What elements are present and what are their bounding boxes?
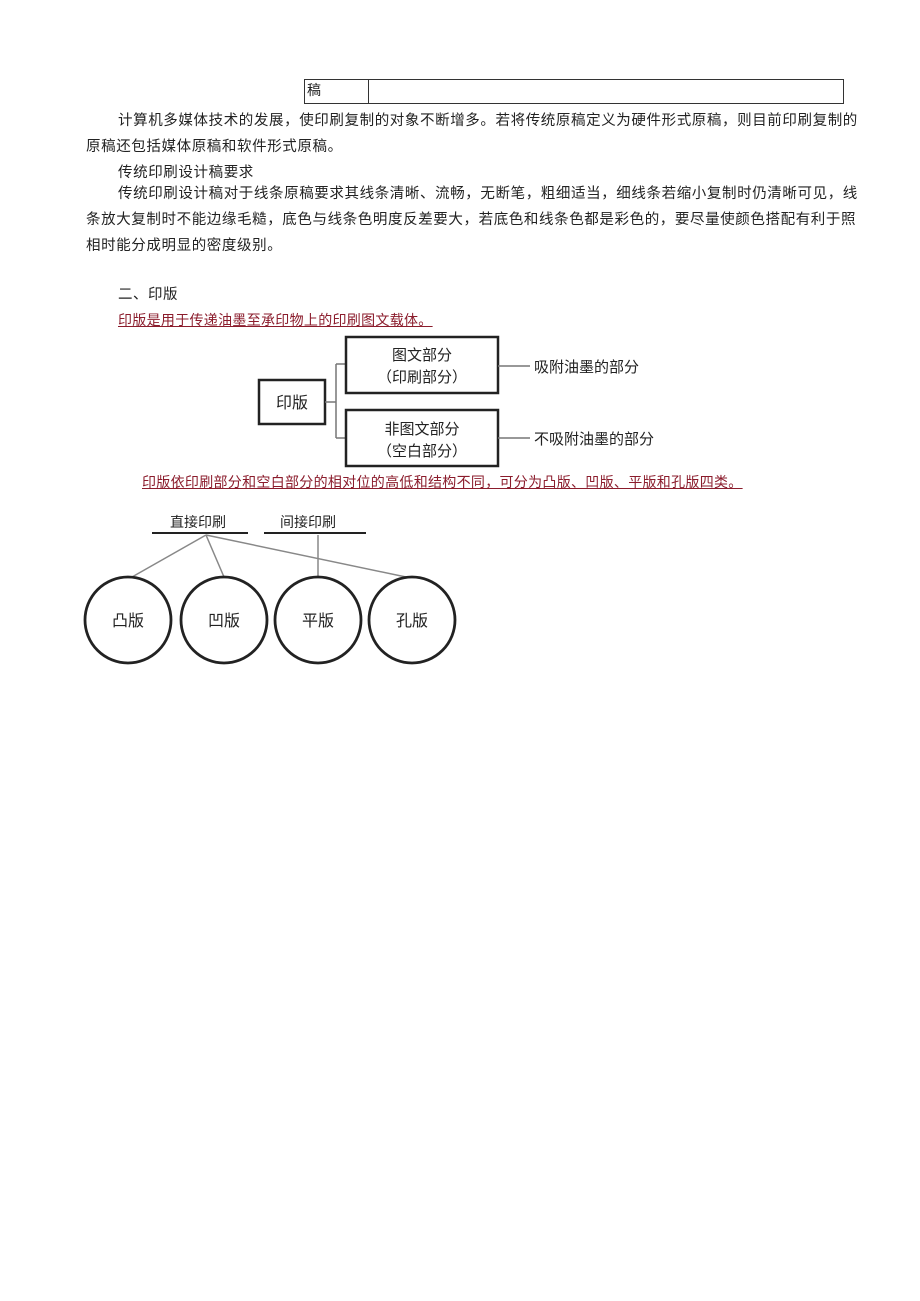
branch2-line1: 非图文部分 bbox=[384, 420, 459, 438]
type-connectors bbox=[131, 534, 407, 578]
paragraph-subheading: 传统印刷设计稿要求 bbox=[118, 165, 254, 181]
definition-text: 印版是用于传递油墨至承印物上的印刷图文载体。 bbox=[118, 313, 433, 329]
type-circle-4 bbox=[367, 575, 457, 665]
branch2-line2: （空白部分） bbox=[377, 442, 467, 460]
table-cell: 稿 bbox=[305, 80, 369, 103]
root-label: 印版 bbox=[276, 393, 308, 412]
paragraph-multimedia: 计算机多媒体技术的发展，使印刷复制的对象不断增多。若将传统原稿定义为硬件形式原稿… bbox=[86, 113, 858, 155]
plate-types-diagram: 直接印刷 间接印刷 凸版 凹版 平版 孔版 bbox=[83, 514, 457, 665]
branch1-line1: 图文部分 bbox=[392, 346, 452, 364]
group1-label: 直接印刷 bbox=[170, 514, 226, 531]
type-label-4: 孔版 bbox=[396, 611, 428, 630]
section-heading: 二、印版 bbox=[118, 287, 178, 303]
paragraph-requirements: 传统印刷设计稿对于线条原稿要求其线条清晰、流畅，无断笔，粗细适当，细线条若缩小复… bbox=[86, 186, 858, 254]
type-circle-3 bbox=[273, 575, 363, 665]
type-label-1: 凸版 bbox=[112, 611, 144, 630]
branch-box-image-area bbox=[344, 335, 500, 395]
type-label-2: 凹版 bbox=[208, 611, 240, 630]
type-circle-2 bbox=[179, 575, 269, 665]
group2-label: 间接印刷 bbox=[280, 514, 336, 531]
classification-text: 印版依印刷部分和空白部分的相对位的高低和结构不同，可分为凸版、凹版、平版和孔版四… bbox=[142, 475, 743, 491]
connector bbox=[325, 363, 345, 439]
note1-text: 吸附油墨的部分 bbox=[534, 358, 639, 376]
note2-text: 不吸附油墨的部分 bbox=[534, 430, 654, 448]
plate-structure-diagram: 印版 图文部分 （印刷部分） 非图文部分 （空白部分） 吸附油墨的部分 不吸附油… bbox=[257, 335, 654, 468]
branch1-line2: （印刷部分） bbox=[377, 368, 467, 386]
type-label-3: 平版 bbox=[302, 611, 334, 630]
table-fragment: 稿 bbox=[304, 79, 844, 104]
type-circle-1 bbox=[83, 575, 173, 665]
